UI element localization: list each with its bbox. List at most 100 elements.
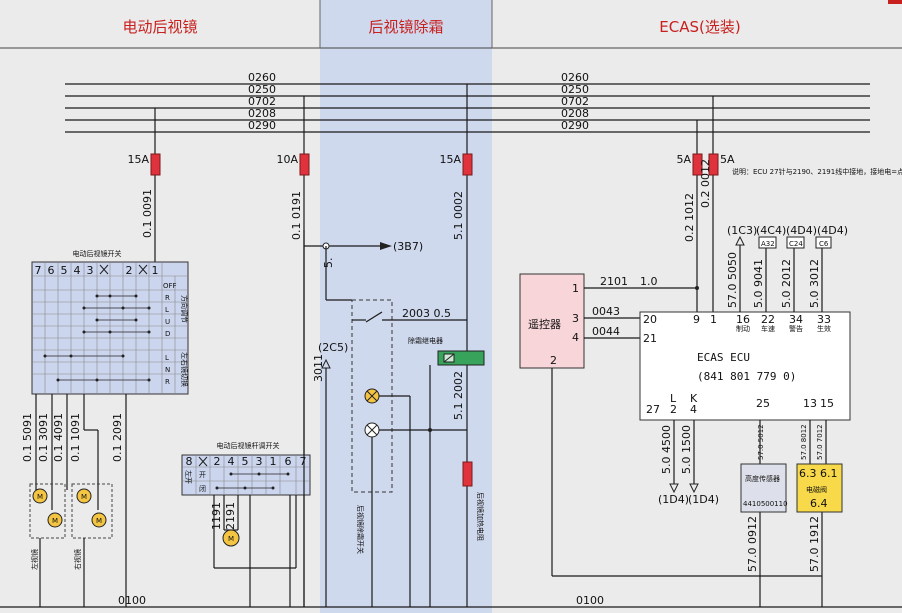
ecu-part-number: (841 801 779 0) (697, 370, 796, 383)
rod-row-label: 闭 (199, 485, 206, 493)
fuse-label: 10A (276, 153, 298, 166)
wire-label: 0043 (592, 305, 620, 318)
rod-adjust-switch: 电动后视镜杆调开关 8 2 4 5 3 1 6 7 开 闭 左开 (181, 441, 311, 496)
header-title-defrost: 后视镜除霜 (368, 18, 443, 36)
fuse-label: 5A (676, 153, 691, 166)
rod-switch-title: 电动后视镜杆调开关 (217, 441, 280, 450)
remote-controller (519, 273, 585, 369)
wire-label: 5. (322, 258, 335, 269)
switch-pos-label: R (165, 378, 170, 386)
arrow-up-icon (735, 235, 745, 246)
motor-symbol: M (37, 493, 43, 501)
wire-label: 5.0 3012 (808, 259, 821, 308)
ecu-pin: 1 (710, 313, 717, 326)
ecu-pin-label: 生效 (817, 324, 831, 333)
wire-label: 1.0 (640, 275, 658, 288)
switch-col-label: 4 (74, 264, 81, 277)
fuse-4 (692, 153, 703, 176)
ecu-pin: 22 (761, 313, 775, 326)
fuse-1 (150, 153, 161, 176)
ref-label: (1C3) (727, 224, 757, 237)
switch-pos-label: D (165, 330, 170, 338)
solenoid-title: 电磁阀 (806, 485, 827, 494)
wire-label: 57.0 1912 (808, 516, 821, 572)
wire-label: 0.1 3091 (37, 413, 50, 462)
motor-icon (91, 512, 107, 528)
rod-col-label: 2 (214, 455, 221, 468)
arrow-down-icon (669, 483, 679, 494)
remote-pin: 3 (572, 312, 579, 325)
wire-label: 5.0 2012 (780, 259, 793, 308)
ref-label: (4D4) (817, 224, 848, 237)
heater-element (462, 461, 473, 487)
wire-label: 0.1 5091 (21, 413, 34, 462)
wire-label: 0.2 1012 (683, 193, 696, 242)
ecu-pin-label: 车速 (761, 324, 775, 333)
fuse-3 (462, 153, 473, 176)
wire-label: 0.2 0012 (699, 159, 712, 208)
ref-label: (3B7) (393, 240, 423, 253)
defrost-switch-label: 后视镜除霜开关 (356, 505, 365, 554)
switch-pos-label: L (165, 354, 169, 362)
defrost-section-background (320, 0, 492, 613)
solenoid-pins: 6.3 6.1 (799, 467, 837, 480)
bus-label: 0702 (561, 95, 589, 108)
fuse-5 (708, 153, 719, 176)
ecu-pin: 13 (803, 397, 817, 410)
bus-label: 0250 (561, 83, 589, 96)
ecu-pin: 27 (646, 403, 660, 416)
switch-col-label: 1 (152, 264, 159, 277)
ecu-pin-letter: L (670, 392, 677, 405)
rod-col-label: 4 (228, 455, 235, 468)
bus-label: 0250 (248, 83, 276, 96)
wire-label: 57.0 5050 (726, 252, 739, 308)
ecu-pin-letter: K (690, 392, 698, 405)
ecu-pin: 34 (789, 313, 803, 326)
left-mirror: M M 左视镜 (29, 483, 66, 570)
bus-label: 0290 (248, 119, 276, 132)
rod-col-label: 8 (186, 455, 193, 468)
fuse-label: 15A (439, 153, 461, 166)
remote-pin: 1 (572, 282, 579, 295)
switch-panel-title: 电动后视镜开关 (73, 249, 122, 258)
bus-label: 0290 (561, 119, 589, 132)
ecu-pin: 20 (643, 313, 657, 326)
right-mirror: M M 右视镜 (71, 483, 113, 570)
connector-code-box (786, 236, 805, 249)
bus-label: 0702 (248, 95, 276, 108)
bus-label: 0208 (561, 107, 589, 120)
ecu-pin: 16 (736, 313, 750, 326)
ecu-pin: 15 (820, 397, 834, 410)
connector-code: C24 (789, 240, 803, 248)
ecas-ecu (639, 311, 851, 421)
ref-label: (1D4) (688, 493, 719, 506)
wire-label: 2003 0.5 (402, 307, 451, 320)
connector-code-box (758, 236, 777, 249)
remote-pin: 4 (572, 331, 579, 344)
wire-label: 2191 (224, 502, 237, 530)
wire-label: 2101 (600, 275, 628, 288)
ecu-title: ECAS ECU (697, 351, 750, 364)
wire-label: 57.0 0912 (746, 516, 759, 572)
arrow-icon (380, 242, 392, 250)
wire-label: 0.1 4091 (52, 413, 65, 462)
switch-pos-label: N (165, 366, 170, 374)
mirror-switch-panel: 电动后视镜开关 7 6 5 4 3 2 1 OFF R L U D L N R … (31, 249, 189, 395)
wire-label: 0.1 0091 (141, 189, 154, 238)
switch-side-label: 左右镜切换 (180, 352, 189, 387)
wire-label: 57.0 5012 (757, 424, 765, 460)
right-mirror-box (71, 483, 113, 539)
wire-label: 0.1 0191 (290, 191, 303, 240)
motor-symbol: M (228, 535, 234, 543)
remote-title: 遥控器 (528, 317, 561, 331)
rod-col-label: 5 (242, 455, 249, 468)
fuse-label: 15A (127, 153, 149, 166)
switch-col-label: 6 (48, 264, 55, 277)
motor-symbol: M (81, 493, 87, 501)
ref-label: (4D4) (786, 224, 817, 237)
motor-symbol: M (96, 517, 102, 525)
motor-icon (222, 529, 240, 547)
wire-label: 3011 (312, 354, 325, 382)
